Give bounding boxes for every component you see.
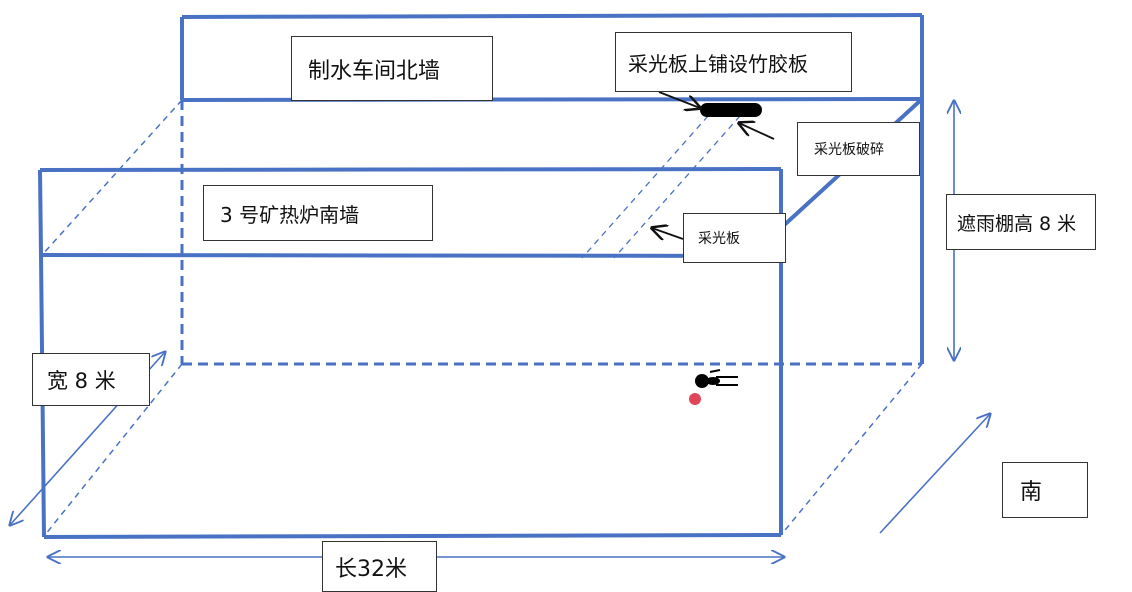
width-text: 宽 8 米: [47, 368, 116, 393]
north-wall-text: 制水车间北墙: [308, 58, 441, 84]
front-wall-frame: [38, 97, 924, 539]
skylight-panel-label: 采光板: [683, 213, 786, 263]
skylight-panel-pointer: [652, 228, 684, 239]
canopy-height-text: 遮雨棚高 8 米: [957, 212, 1077, 235]
south-direction-text: 南: [1020, 480, 1043, 505]
south-wall-text: 3 号矿热炉南墙: [220, 202, 360, 227]
length-label: 长32米: [322, 541, 437, 592]
bamboo-plywood-board: [700, 103, 762, 117]
length-text: 长32米: [335, 556, 407, 582]
width-label: 宽 8 米: [32, 353, 150, 406]
hidden-edges: [41, 99, 923, 536]
pointer-arrows: [652, 91, 775, 239]
south-direction-label: 南: [1002, 462, 1088, 518]
north-wall-label: 制水车间北墙: [291, 36, 493, 101]
skylight-panel-strip: [581, 115, 741, 259]
south-direction-arrow: [879, 414, 990, 534]
worker-figure: [695, 369, 738, 388]
panel-broken-pointer: [739, 123, 775, 140]
panel-broken-text: 采光板破碎: [814, 142, 884, 158]
panel-broken-label: 采光板破碎: [797, 122, 920, 176]
canopy-height-label: 遮雨棚高 8 米: [946, 194, 1096, 250]
cover-board-label: 采光板上铺设竹胶板: [615, 32, 852, 92]
south-wall-label: 3 号矿热炉南墙: [203, 185, 433, 241]
skylight-panel-text: 采光板: [698, 231, 740, 247]
cover-board-text: 采光板上铺设竹胶板: [628, 51, 808, 76]
fall-position-marker: [689, 393, 701, 405]
cover-board-pointer: [658, 91, 700, 108]
